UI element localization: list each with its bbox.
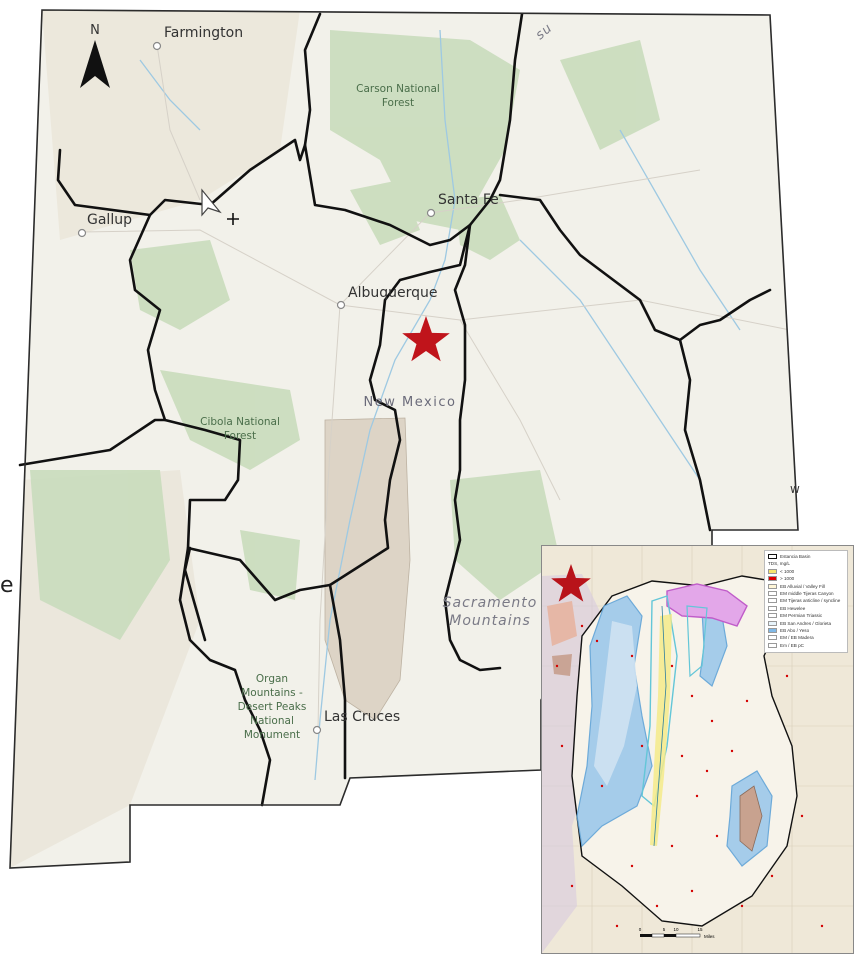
- study-area-star-icon[interactable]: [402, 316, 450, 362]
- scale-tick-10: 10: [673, 927, 679, 932]
- missile-range-area: [324, 417, 411, 721]
- legend-swatch: [768, 576, 777, 582]
- legend-item: EM Tijeras anticline / syncline: [768, 598, 844, 604]
- legend-title: Estancia Basin: [780, 554, 811, 559]
- legend-swatch: [768, 613, 777, 619]
- north-arrow: N: [80, 23, 110, 88]
- legend-item: EM middle Tijeras Canyon: [768, 590, 844, 596]
- svg-text:Carson National: Carson National: [356, 83, 440, 95]
- legend-item-label: EB Abo / Yeso: [780, 627, 810, 633]
- legend-swatch: [768, 568, 777, 574]
- city-gallup[interactable]: Gallup: [77, 212, 133, 238]
- tds-sample-points: [555, 624, 824, 928]
- rivers: [139, 29, 741, 781]
- city-label-farmington: Farmington: [164, 25, 243, 41]
- legend-item: EM Permian Triassic: [768, 613, 844, 619]
- svg-text:Organ: Organ: [256, 673, 288, 685]
- edge-label-right: w: [790, 482, 800, 496]
- legend-item-label: EB Alluvial / Valley Fill: [780, 583, 825, 589]
- estancia-basin-inset[interactable]: 0 5 10 15 Miles Estancia Basin TDS, mg/L…: [541, 545, 854, 954]
- roads: [81, 44, 791, 731]
- svg-text:Mountains -: Mountains -: [241, 687, 303, 699]
- svg-text:Cibola National: Cibola National: [200, 416, 280, 428]
- city-santa-fe[interactable]: Santa Fe: [426, 192, 499, 218]
- legend-item-label: EM middle Tijeras Canyon: [780, 590, 834, 596]
- svg-text:Mountains: Mountains: [449, 613, 531, 629]
- city-label-albuquerque: Albuquerque: [348, 285, 437, 301]
- legend-swatch: [768, 590, 777, 596]
- organ-mountains-label: Organ Mountains - Desert Peaks National …: [238, 673, 307, 741]
- legend-item-label: Em / EB pC: [780, 642, 804, 648]
- city-label-las-cruces: Las Cruces: [324, 709, 400, 725]
- legend-item-label: EB Hewelee: [780, 605, 806, 611]
- city-farmington[interactable]: Farmington: [152, 25, 244, 51]
- state-label: New Mexico: [364, 395, 457, 410]
- legend-item: Em / EB pC: [768, 642, 844, 648]
- region-boundaries: [18, 12, 772, 807]
- scale-tick-15: 15: [697, 927, 703, 932]
- legend-swatch: [768, 598, 777, 604]
- cursor-arrow-icon: [201, 188, 239, 225]
- legend-subtitle: TDS, mg/L: [768, 561, 790, 567]
- legend-item-label: < 1000: [780, 568, 795, 574]
- legend-item: EM / EB Madera: [768, 635, 844, 641]
- inset-map: 0 5 10 15 Miles: [542, 546, 853, 953]
- legend-swatch: [768, 642, 777, 648]
- legend-item: EB Abo / Yeso: [768, 627, 844, 633]
- legend-basin-swatch: [768, 554, 777, 559]
- cibola-national-forest-label: Cibola National Forest: [200, 416, 280, 442]
- legend-title-row: Estancia Basin: [768, 554, 844, 559]
- scale-tick-0: 0: [639, 927, 642, 932]
- legend-item-label: EM / EB Madera: [780, 635, 814, 641]
- legend-swatch: [768, 627, 777, 633]
- terrain-shading: [42, 10, 300, 240]
- legend-item: EB San Andres / Glorieta: [768, 620, 844, 626]
- city-label-gallup: Gallup: [87, 212, 132, 228]
- svg-text:National: National: [250, 715, 294, 727]
- scale-tick-5: 5: [663, 927, 666, 932]
- legend-subtitle-row: TDS, mg/L: [768, 561, 844, 566]
- legend-swatch: [768, 620, 777, 626]
- legend-swatch: [768, 583, 777, 589]
- legend-item-label: EM Tijeras anticline / syncline: [780, 598, 841, 604]
- sacramento-mountains-label: Sacramento Mountains: [443, 595, 538, 629]
- legend-swatch: [768, 605, 777, 611]
- legend-swatch: [768, 635, 777, 641]
- legend-item-label: EM Permian Triassic: [780, 613, 823, 619]
- scale-bar: 0 5 10 15 Miles: [639, 927, 716, 939]
- city-las-cruces[interactable]: Las Cruces: [312, 709, 401, 735]
- city-albuquerque[interactable]: Albuquerque: [336, 285, 438, 310]
- edge-label-left: e: [0, 573, 14, 598]
- legend-item: < 1000: [768, 568, 844, 574]
- legend-item-label: > 1000: [780, 576, 795, 582]
- carson-national-forest-label: Carson National Forest: [356, 83, 440, 109]
- svg-text:Forest: Forest: [224, 430, 256, 442]
- svg-text:Forest: Forest: [382, 97, 414, 109]
- legend-item: EB Alluvial / Valley Fill: [768, 583, 844, 589]
- north-label: N: [90, 23, 100, 38]
- legend-item-label: EB San Andres / Glorieta: [780, 620, 832, 626]
- national-forest-areas: [30, 30, 660, 640]
- inset-star-icon: [551, 564, 591, 602]
- legend-item: > 1000: [768, 576, 844, 582]
- svg-text:Sacramento: Sacramento: [443, 595, 538, 611]
- svg-text:Desert Peaks: Desert Peaks: [238, 701, 307, 713]
- north-arrow-icon: [80, 40, 110, 88]
- city-label-santa-fe: Santa Fe: [438, 192, 499, 208]
- scale-unit: Miles: [704, 934, 715, 939]
- legend-item: EB Hewelee: [768, 605, 844, 611]
- svg-text:Monument: Monument: [244, 729, 300, 741]
